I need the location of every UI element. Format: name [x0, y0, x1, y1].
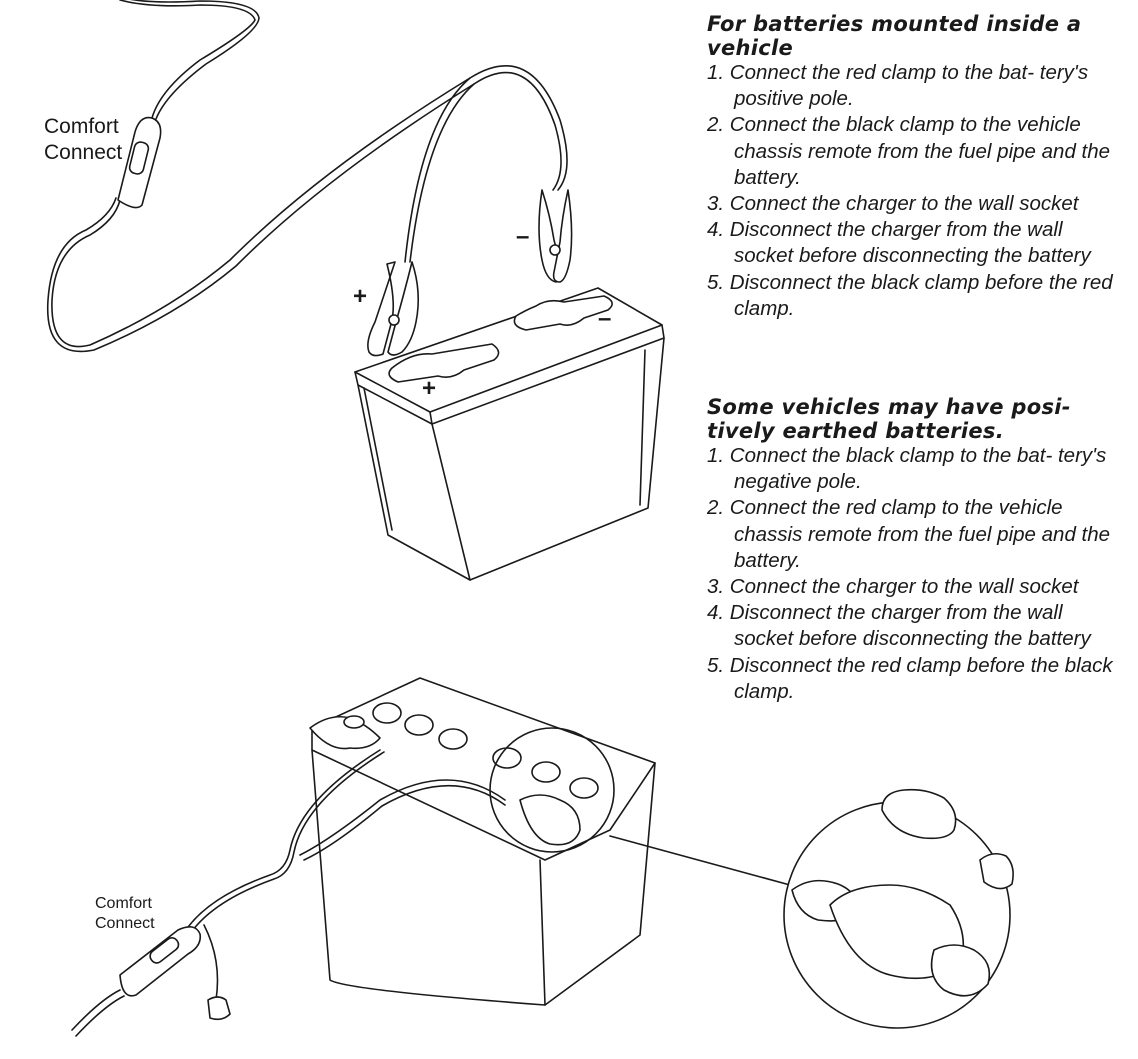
cc-top-line1: Comfort: [44, 115, 119, 138]
section-a-heading: For batteries mounted inside a vehicle: [707, 12, 1082, 60]
list-item: 5. Disconnect the black clamp before the…: [707, 270, 1113, 320]
cc-top-line2: Connect: [44, 141, 123, 164]
comfort-connect-label-bottom: Comfort Connect: [95, 894, 155, 934]
positive-clamp: [367, 261, 420, 357]
list-item: 5. Disconnect the red clamp before the b…: [707, 653, 1113, 703]
list-item: 4. Disconnect the charger from the wall …: [707, 218, 1091, 268]
section-positively-earthed: Some vehicles may have posi- tively eart…: [707, 395, 1127, 705]
list-item: 3. Connect the charger to the wall socke…: [707, 192, 1079, 216]
plus-sign-clamp: +: [353, 283, 368, 310]
list-item: 1. Connect the red clamp to the bat- ter…: [707, 61, 1089, 111]
cc-bottom-line1: Comfort: [95, 895, 152, 912]
list-item: 2. Connect the red clamp to the vehicle …: [707, 496, 1111, 572]
zoom-detail: [489, 727, 1014, 1029]
list-item: 2. Connect the black clamp to the vehicl…: [707, 113, 1111, 189]
section-inside-vehicle: For batteries mounted inside a vehicle 1…: [707, 12, 1127, 322]
minus-sign-clamp: –: [516, 223, 530, 250]
list-item: 4. Disconnect the charger from the wall …: [707, 601, 1091, 651]
section-b-heading: Some vehicles may have posi- tively eart…: [707, 395, 1071, 443]
bottom-battery: [309, 677, 656, 1006]
top-battery: [354, 287, 665, 581]
section-a-steps: 1. Connect the red clamp to the bat- ter…: [707, 60, 1127, 322]
comfort-connect-label-top: Comfort Connect: [44, 114, 122, 166]
list-item: 3. Connect the charger to the wall socke…: [707, 575, 1079, 599]
negative-clamp: [538, 189, 573, 283]
minus-sign-terminal: –: [598, 305, 612, 332]
plus-sign-terminal: +: [422, 375, 437, 402]
section-b-steps: 1. Connect the black clamp to the bat- t…: [707, 443, 1127, 705]
cc-bottom-line2: Connect: [95, 915, 155, 932]
list-item: 1. Connect the black clamp to the bat- t…: [707, 444, 1107, 494]
